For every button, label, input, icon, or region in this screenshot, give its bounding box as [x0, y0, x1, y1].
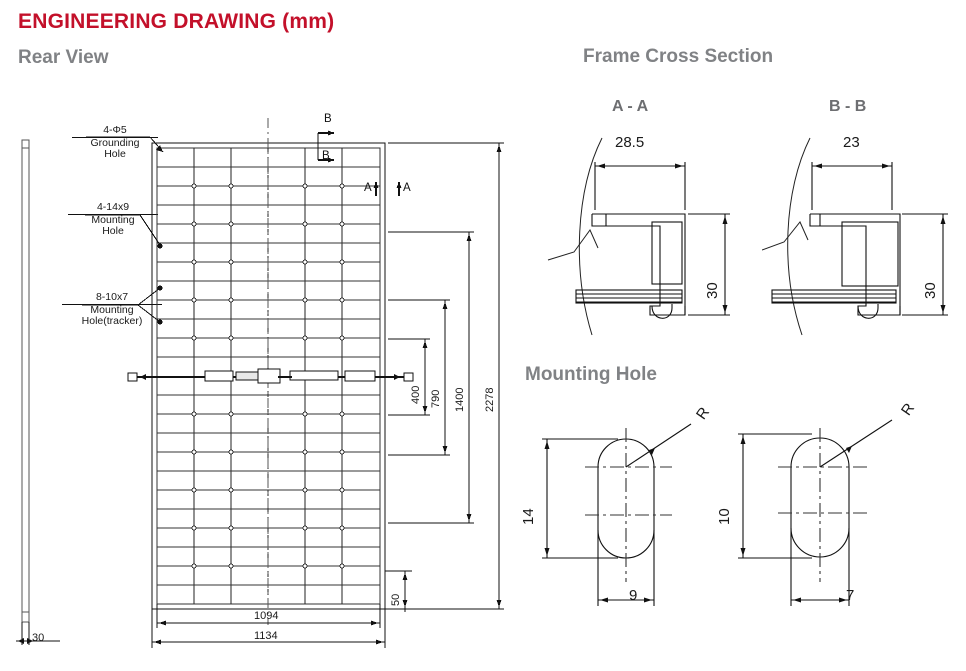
annotation-mounting-hole-tracker-code: 8-10x7 — [62, 291, 162, 305]
annotation-mounting-hole-line2: Mounting — [91, 213, 135, 226]
cell-intersection-nodes — [191, 183, 345, 569]
dimension-790-label: 790 — [430, 389, 442, 408]
dimension-side-thickness — [16, 622, 60, 645]
leader-grounding-hole — [86, 136, 164, 153]
rear-view-heading: Rear View — [18, 47, 109, 68]
mounting-hole-1-width-label: 9 — [629, 587, 638, 604]
mounting-hole-2-width-label: 7 — [846, 587, 855, 604]
dimension-400 — [388, 338, 430, 416]
side-profile-view — [21, 139, 30, 623]
dimension-1400-label: 1400 — [454, 387, 466, 412]
dimension-2278 — [388, 142, 504, 610]
leader-mounting-hole — [85, 214, 163, 249]
dimension-1134 — [151, 609, 386, 648]
page-title: ENGINEERING DRAWING (mm) — [18, 10, 335, 33]
section-mark-b-outer-label: B — [324, 113, 332, 125]
annotation-mounting-hole-tracker-line2: Mounting — [90, 303, 134, 316]
section-mark-a-outer-label: A — [403, 182, 411, 194]
section-mark-b-top — [317, 130, 334, 163]
dimension-bb-width-label: 23 — [843, 134, 860, 151]
annotation-mounting-hole-code: 4-14x9 — [68, 201, 158, 215]
dimension-50 — [385, 570, 440, 612]
section-mark-b-inner-label: B — [322, 150, 330, 162]
dimension-30-label: 30 — [32, 632, 45, 644]
dimension-aa-height-label: 30 — [704, 282, 721, 299]
annotation-mounting-hole: 4-14x9 Mounting Hole — [68, 201, 158, 238]
rear-view-drawing — [16, 118, 504, 648]
dimension-1134-label: 1134 — [254, 630, 278, 642]
mounting-hole-1-height-label: 14 — [520, 508, 537, 525]
dimension-2278-label: 2278 — [484, 387, 496, 412]
frame-cross-section-a-a-drawing — [547, 137, 730, 336]
leader-mounting-hole-tracker — [82, 285, 163, 325]
annotation-mounting-hole-tracker: 8-10x7 Mounting Hole(tracker) — [62, 291, 162, 328]
annotation-mounting-hole-tracker-line3: Hole(tracker) — [81, 315, 143, 327]
dimension-1094-label: 1094 — [254, 610, 279, 622]
dimension-1094 — [156, 604, 381, 628]
dimension-1400 — [388, 231, 474, 524]
dimension-aa-width-label: 28.5 — [615, 134, 645, 151]
section-mark-a-right — [373, 182, 402, 196]
mounting-hole-2-drawing — [738, 419, 893, 606]
section-label-b-b: B - B — [829, 98, 867, 115]
dimension-50-label: 50 — [390, 593, 402, 606]
dimension-bb-height-label: 30 — [922, 282, 939, 299]
annotation-grounding-hole-line3: Hole — [104, 148, 126, 160]
section-label-a-a: A - A — [612, 98, 649, 115]
dimension-790 — [388, 299, 450, 456]
frame-cross-section-b-b-drawing — [762, 137, 948, 336]
annotation-mounting-hole-line3: Hole — [102, 225, 124, 237]
dimension-400-label: 400 — [410, 385, 422, 404]
mounting-hole-heading: Mounting Hole — [525, 364, 657, 385]
section-mark-a-inner-label: A — [364, 182, 372, 194]
frame-cross-section-heading: Frame Cross Section — [583, 46, 774, 67]
mounting-hole-2-height-label: 10 — [716, 508, 733, 525]
mounting-hole-1-drawing — [542, 423, 692, 606]
annotation-grounding-hole-line2: Grounding — [90, 136, 140, 149]
junction-box-assembly — [127, 368, 414, 384]
